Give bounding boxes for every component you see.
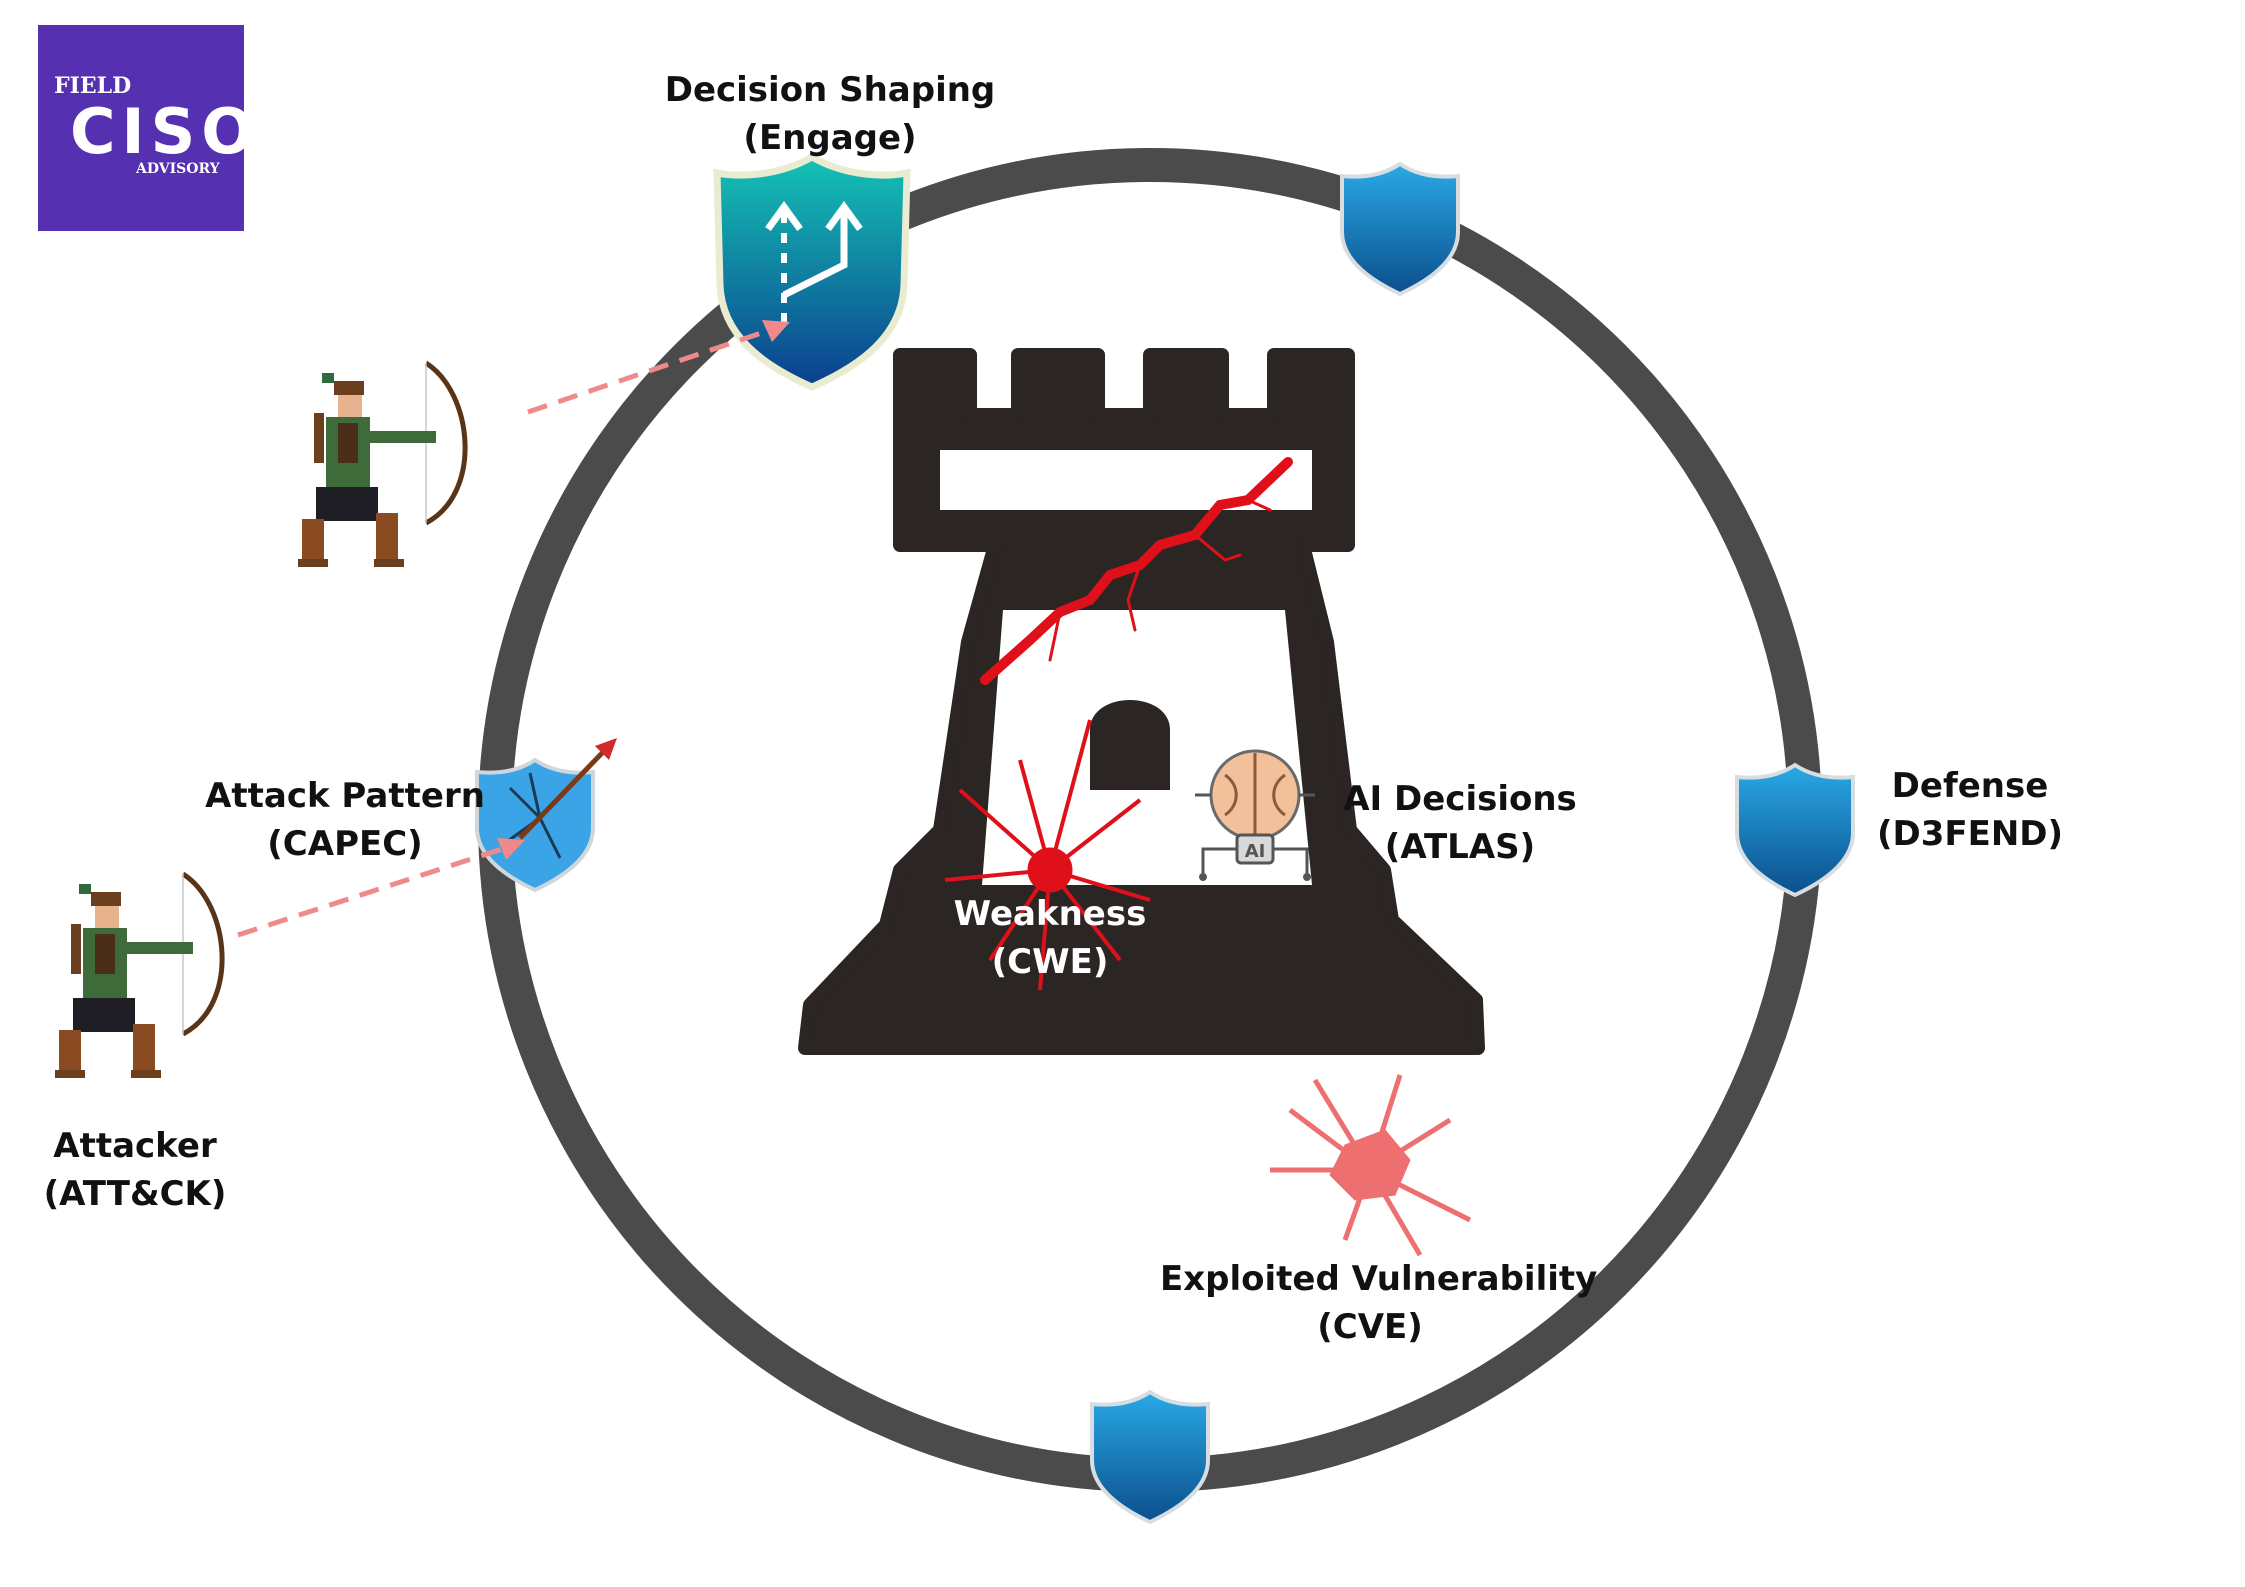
label-exploited-vulnerability-sub: (CVE)	[1317, 1307, 1423, 1347]
label-attack-pattern: Attack Pattern (CAPEC)	[190, 772, 500, 868]
logo-line3: ADVISORY	[136, 161, 220, 177]
svg-text:AI: AI	[1245, 841, 1266, 862]
label-decision-shaping-title: Decision Shaping	[664, 70, 996, 110]
logo-line1: FIELD	[54, 73, 132, 99]
shield-icon-right	[1735, 763, 1855, 897]
label-defense-title: Defense	[1891, 766, 2049, 806]
label-attack-pattern-sub: (CAPEC)	[267, 824, 423, 864]
crack-icon	[980, 457, 1293, 685]
weakness-burst-icon	[944, 719, 1151, 991]
label-attacker-sub: (ATT&CK)	[43, 1174, 227, 1214]
label-ai-decisions: AI Decisions (ATLAS)	[1320, 775, 1600, 871]
archer-icon-top	[298, 363, 465, 567]
label-attacker-title: Attacker	[53, 1126, 217, 1166]
field-ciso-logo: FIELD CISO ADVISORY	[38, 25, 254, 231]
vulnerability-crack-icon	[1270, 1074, 1472, 1257]
label-weakness: Weakness (CWE)	[945, 890, 1155, 986]
shield-icon-top-right	[1340, 162, 1460, 296]
label-exploited-vulnerability: Exploited Vulnerability (CVE)	[1160, 1255, 1598, 1351]
label-attacker: Attacker (ATT&CK)	[40, 1122, 230, 1218]
label-defense-sub: (D3FEND)	[1876, 814, 2064, 854]
label-weakness-sub: (CWE)	[991, 942, 1109, 982]
label-attack-pattern-title: Attack Pattern	[205, 776, 485, 816]
label-weakness-title: Weakness	[953, 894, 1147, 934]
attack-arrow-to-capec	[237, 838, 525, 938]
attack-arrow-to-engage	[527, 320, 790, 415]
logo-line2: CISO	[70, 95, 260, 168]
label-ai-decisions-sub: (ATLAS)	[1384, 827, 1536, 867]
label-ai-decisions-title: AI Decisions	[1343, 779, 1577, 819]
archer-icon-bottom	[55, 874, 222, 1078]
ai-brain-icon: AI	[1195, 749, 1315, 881]
label-decision-shaping-sub: (Engage)	[743, 118, 917, 158]
shield-icon-bottom	[1090, 1390, 1210, 1524]
engage-shield-icon	[713, 152, 911, 391]
label-decision-shaping: Decision Shaping (Engage)	[650, 66, 1010, 162]
label-defense: Defense (D3FEND)	[1870, 762, 2070, 858]
label-exploited-vulnerability-title: Exploited Vulnerability	[1160, 1259, 1598, 1299]
